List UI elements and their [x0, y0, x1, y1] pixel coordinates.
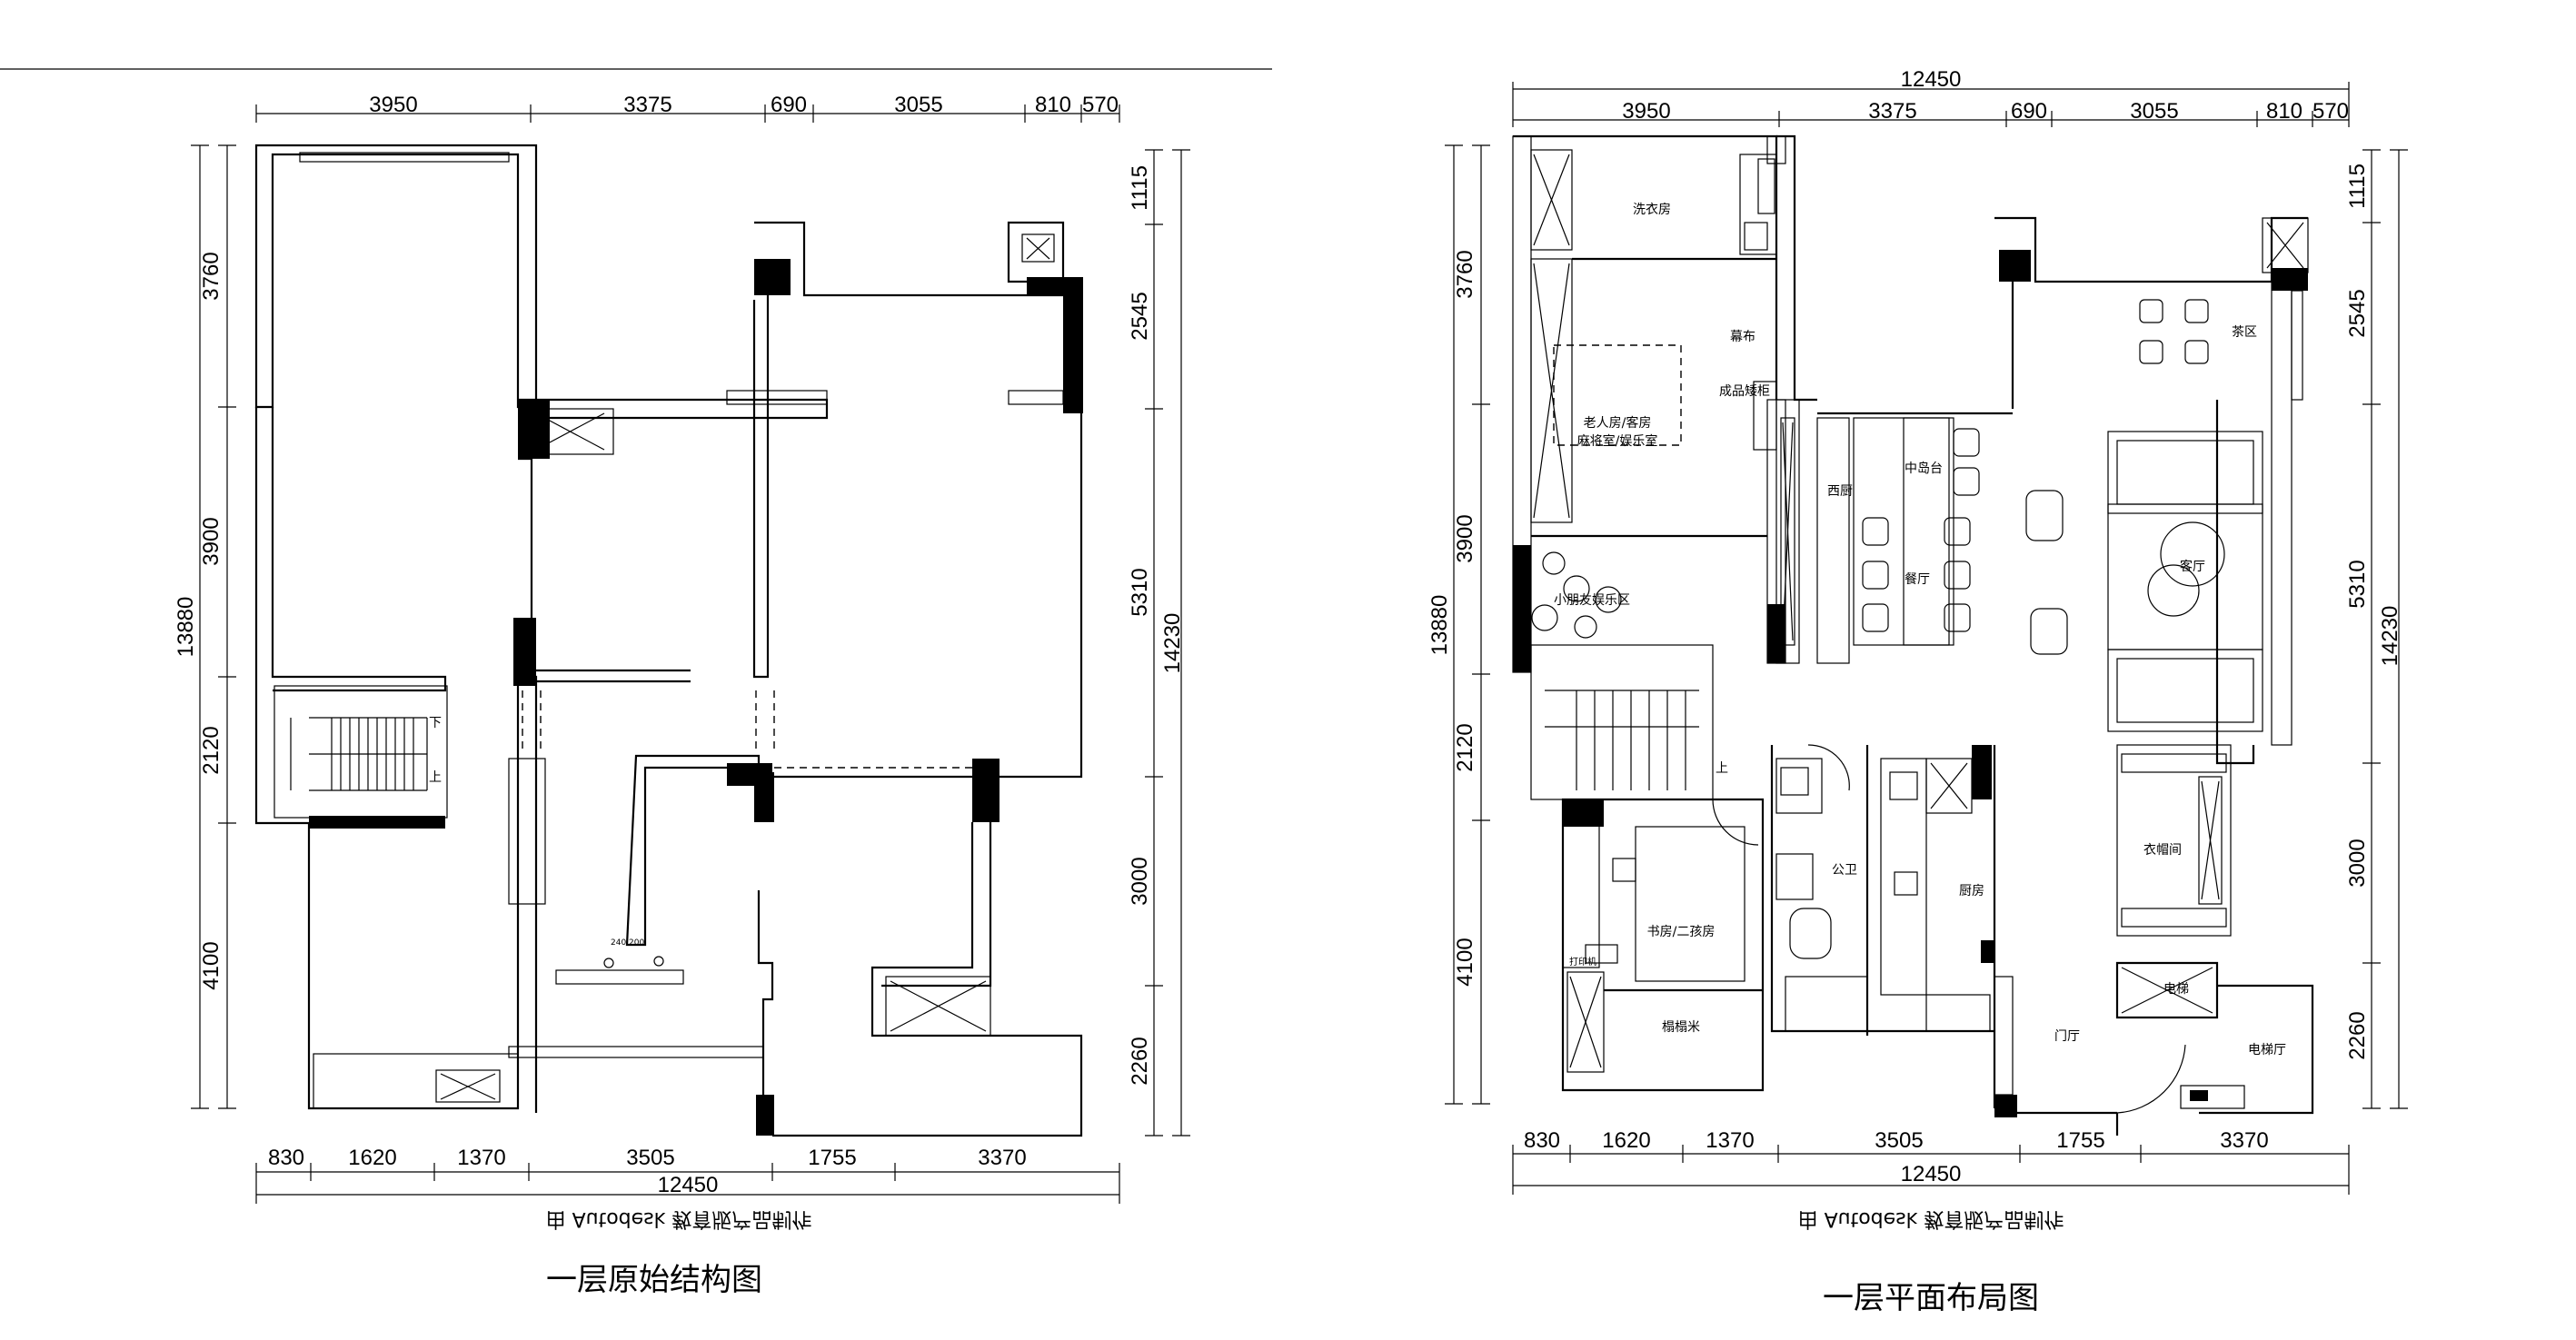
- label-kids-area: 小朋友娱乐区: [1554, 593, 1630, 608]
- layout-walls: 上: [1512, 134, 2314, 1136]
- left-dim-3: 2120: [199, 726, 224, 774]
- top-dim-2: 3375: [623, 93, 671, 117]
- stair-up-label: 上: [1716, 761, 1728, 776]
- label-kitchen: 厨房: [1959, 884, 1984, 898]
- label-elevator: 电梯: [2163, 982, 2189, 997]
- right-dim-4: 3000: [1128, 857, 1152, 905]
- right-dim-total: 14230: [2378, 606, 2402, 667]
- right-dimension-chain: 1115 2545 5310 3000 2260 14230: [1128, 149, 1190, 1137]
- label-cloak: 衣帽间: [2143, 843, 2182, 858]
- top-dim-3: 690: [2011, 99, 2047, 124]
- bottom-dim-6: 3370: [978, 1146, 1026, 1170]
- right-dim-1: 1115: [2345, 164, 2370, 209]
- right-dim-2: 2545: [1128, 292, 1152, 340]
- label-laundry: 洗衣房: [1633, 203, 1671, 217]
- left-dimension-chain: 3760 3900 2120 4100 13880: [174, 144, 236, 1109]
- label-printer: 打印机: [1569, 956, 1596, 968]
- label-tea-area: 茶区: [2232, 325, 2257, 340]
- right-dim-3: 5310: [2345, 560, 2370, 608]
- bottom-dim-3: 1370: [1706, 1128, 1754, 1153]
- bottom-dim-total: 12450: [1901, 1162, 1962, 1186]
- top-dim-5: 810: [2266, 99, 2302, 124]
- top-dim-3: 690: [771, 93, 807, 117]
- left-dim-4: 4100: [199, 941, 224, 989]
- right-dim-3: 5310: [1128, 568, 1152, 616]
- bottom-dim-1: 830: [1524, 1128, 1560, 1153]
- right-dim-4: 3000: [2345, 839, 2370, 887]
- label-western-kitchen: 西厨: [1827, 484, 1853, 499]
- label-foyer: 门厅: [2054, 1029, 2080, 1044]
- stair-down-label: 下: [429, 716, 442, 730]
- right-dim-5: 2260: [2345, 1011, 2370, 1059]
- right-dim-total: 14230: [1160, 613, 1185, 674]
- top-dim-1: 3950: [369, 93, 417, 117]
- watermark-text: 由 Autodesk 教育版产品制作: [546, 1207, 812, 1230]
- label-island: 中岛台: [1905, 462, 1943, 476]
- bottom-dim-2: 1620: [348, 1146, 396, 1170]
- label-living: 客厅: [2180, 559, 2205, 574]
- top-dim-5: 810: [1035, 93, 1071, 117]
- left-dim-2: 3900: [1453, 514, 1477, 562]
- bottom-dim-total: 12450: [658, 1173, 719, 1197]
- caption-floor-layout: 一层平面布局图: [1823, 1280, 2039, 1316]
- bottom-dim-5: 1755: [808, 1146, 856, 1170]
- stair-treads: [290, 717, 428, 791]
- bottom-dimension-chain-layout: 830 1620 1370 3505 1755 3370 12450: [1512, 1128, 2350, 1195]
- label-bathroom: 公卫: [1832, 863, 1857, 878]
- bottom-dim-1: 830: [268, 1146, 304, 1170]
- top-dimension-chain: 3950 3375 690 3055 810 570: [255, 93, 1120, 123]
- top-dim-1: 3950: [1622, 99, 1670, 124]
- left-dim-total: 13880: [174, 597, 198, 658]
- bottom-dim-3: 1370: [457, 1146, 505, 1170]
- right-dim-1: 1115: [1128, 165, 1152, 211]
- bottom-dim-6: 3370: [2220, 1128, 2268, 1153]
- top-dim-total: 12450: [1901, 67, 1962, 92]
- caption-original-structure: 一层原始结构图: [546, 1262, 762, 1298]
- small-dimension-label: 240,200: [611, 938, 644, 948]
- top-dim-6: 570: [1082, 93, 1119, 117]
- room-labels: 洗衣房 幕布 成品矮柜 老人房/客房 麻将室/娱乐室 小朋友娱乐区 西厨 中岛台…: [1554, 203, 2286, 1057]
- label-cabinet: 成品矮柜: [1719, 384, 1770, 399]
- label-elder-room: 老人房/客房: [1584, 415, 1652, 431]
- label-dining: 餐厅: [1905, 572, 1930, 587]
- left-dimension-chain-layout: 3760 3900 2120 4100 13880: [1427, 144, 1490, 1105]
- label-elevator-hall: 电梯厅: [2248, 1043, 2286, 1057]
- label-curtain: 幕布: [1730, 330, 1755, 344]
- label-study: 书房/二孩房: [1647, 925, 1716, 939]
- label-tatami: 榻榻米: [1662, 1020, 1700, 1035]
- right-dimension-chain-layout: 1115 2545 5310 3000 2260 14230: [2345, 149, 2408, 1109]
- left-dim-3: 2120: [1453, 723, 1477, 771]
- bottom-dim-4: 3505: [626, 1146, 674, 1170]
- left-dim-1: 3760: [199, 252, 224, 300]
- top-dim-2: 3375: [1868, 99, 1916, 124]
- top-dim-6: 570: [2312, 99, 2349, 124]
- bottom-dim-4: 3505: [1875, 1128, 1923, 1153]
- structure-walls: 下 上 240,200: [254, 144, 1083, 1137]
- left-dim-4: 4100: [1453, 938, 1477, 986]
- left-dim-1: 3760: [1453, 250, 1477, 298]
- top-dim-4: 3055: [2130, 99, 2178, 124]
- plan-original-structure: 3950 3375 690 3055 810 570 3760 3900 212…: [174, 93, 1190, 1298]
- watermark-text-layout: 由 Autodesk 教育版产品制作: [1798, 1207, 2064, 1230]
- left-dim-2: 3900: [199, 517, 224, 565]
- left-dim-total: 13880: [1427, 595, 1452, 656]
- top-dimension-chain-layout: 12450 3950 3375 690 3055 810 570: [1512, 67, 2350, 127]
- bottom-dim-5: 1755: [2056, 1128, 2104, 1153]
- top-dim-4: 3055: [894, 93, 942, 117]
- bottom-dimension-chain: 830 1620 1370 3505 1755 3370 12450: [255, 1146, 1120, 1204]
- right-dim-5: 2260: [1128, 1037, 1152, 1085]
- stair-up-label: 上: [429, 770, 442, 785]
- plan-floor-layout: 12450 3950 3375 690 3055 810 570 3760 39…: [1427, 67, 2408, 1316]
- label-mahjong-room: 麻将室/娱乐室: [1577, 433, 1658, 449]
- bottom-dim-2: 1620: [1602, 1128, 1650, 1153]
- right-dim-2: 2545: [2345, 289, 2370, 337]
